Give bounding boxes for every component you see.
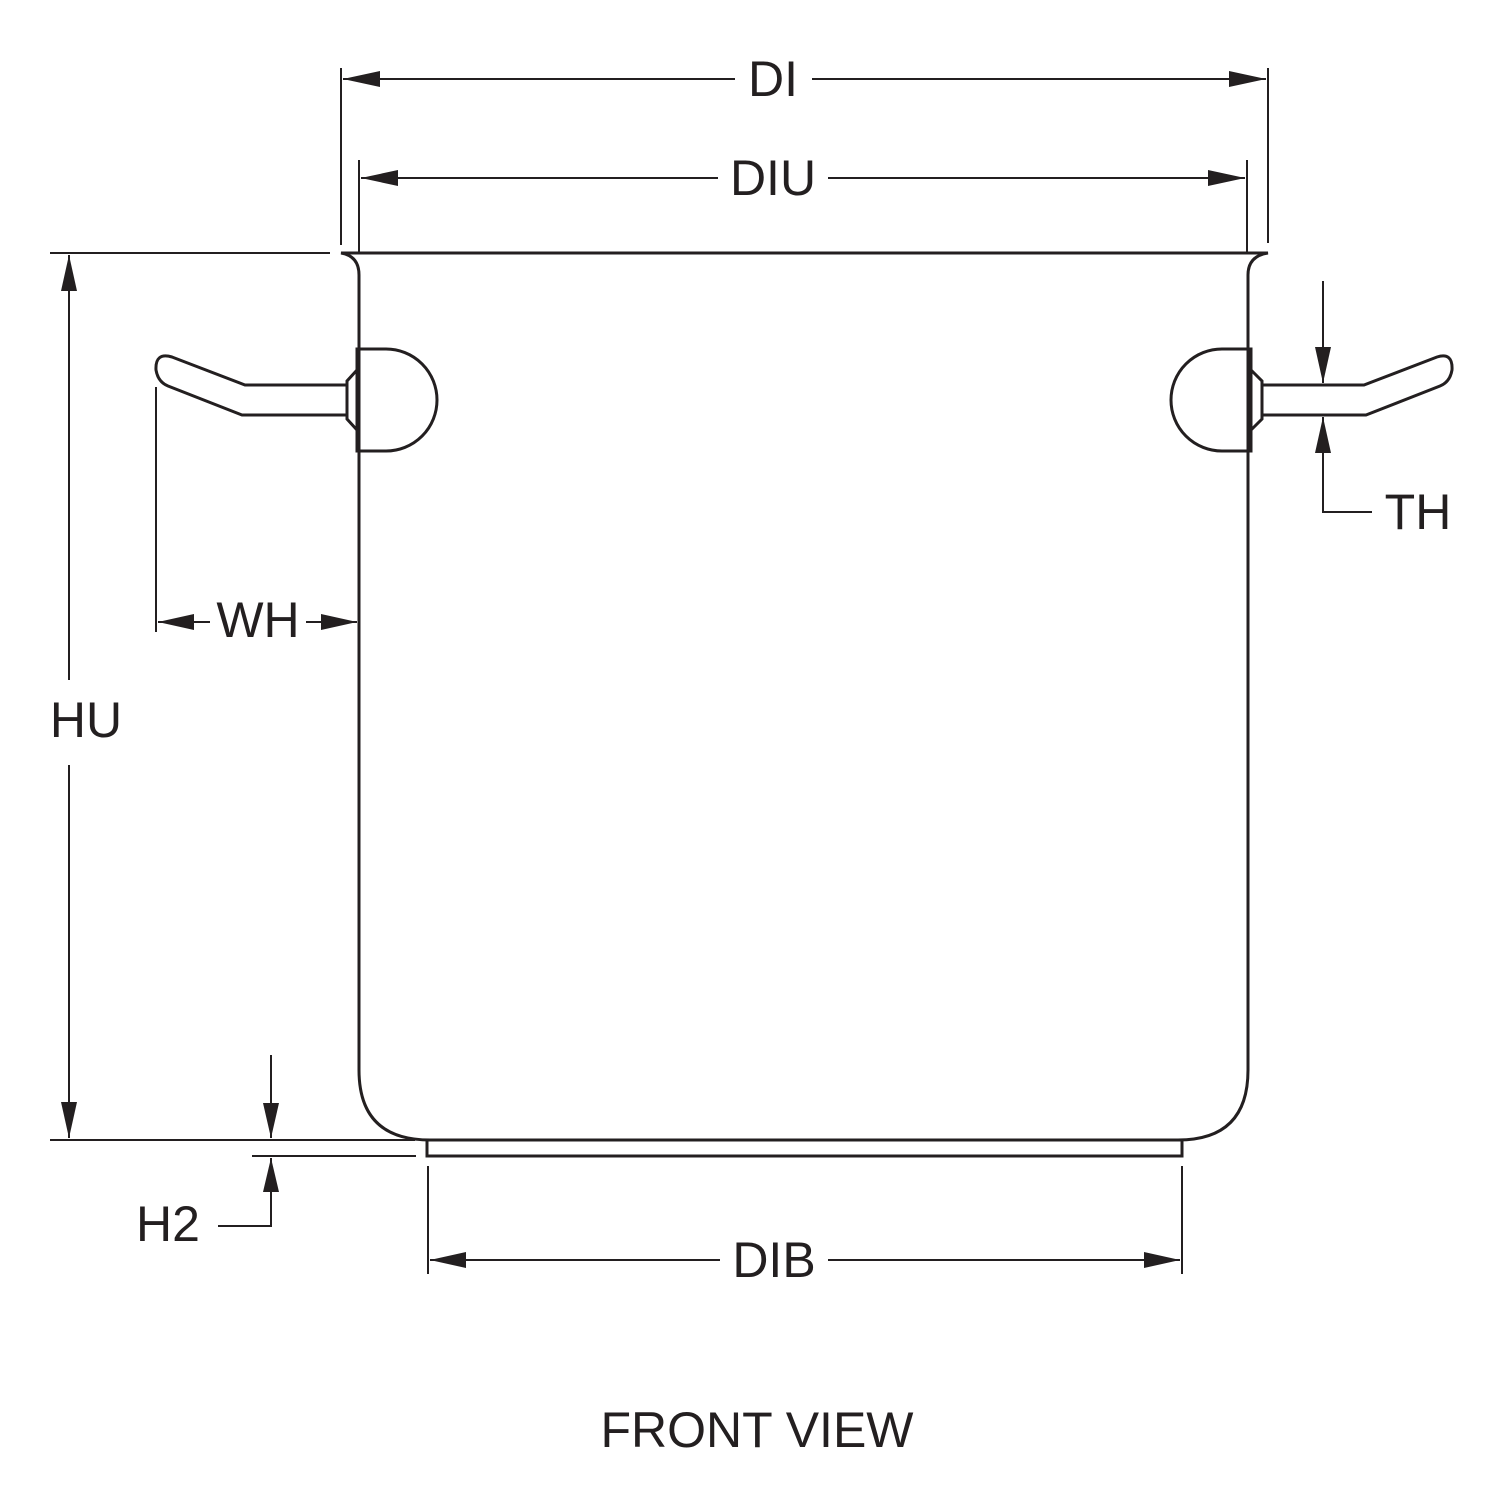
pot-base-plate [425,1138,1184,1158]
view-title: FRONT VIEW [601,1402,915,1458]
label-diu: DIU [730,150,816,206]
label-hu: HU [50,692,122,748]
label-th: TH [1385,484,1452,540]
left-handle [154,347,439,453]
label-h2: H2 [136,1196,200,1252]
dimension-di: DI [340,51,1269,245]
pot-body [340,251,1269,1158]
dimension-diu: DIU [358,150,1248,253]
label-dib: DIB [732,1232,815,1288]
dimension-hu: HU [50,252,415,1141]
label-wh: WH [216,592,299,648]
right-handle [1169,347,1454,453]
label-di: DI [748,51,798,107]
dimension-th: TH [1315,281,1451,540]
dimension-h2: H2 [136,1055,416,1252]
dimension-dib: DIB [427,1166,1183,1288]
dimension-wh: WH [155,387,357,648]
